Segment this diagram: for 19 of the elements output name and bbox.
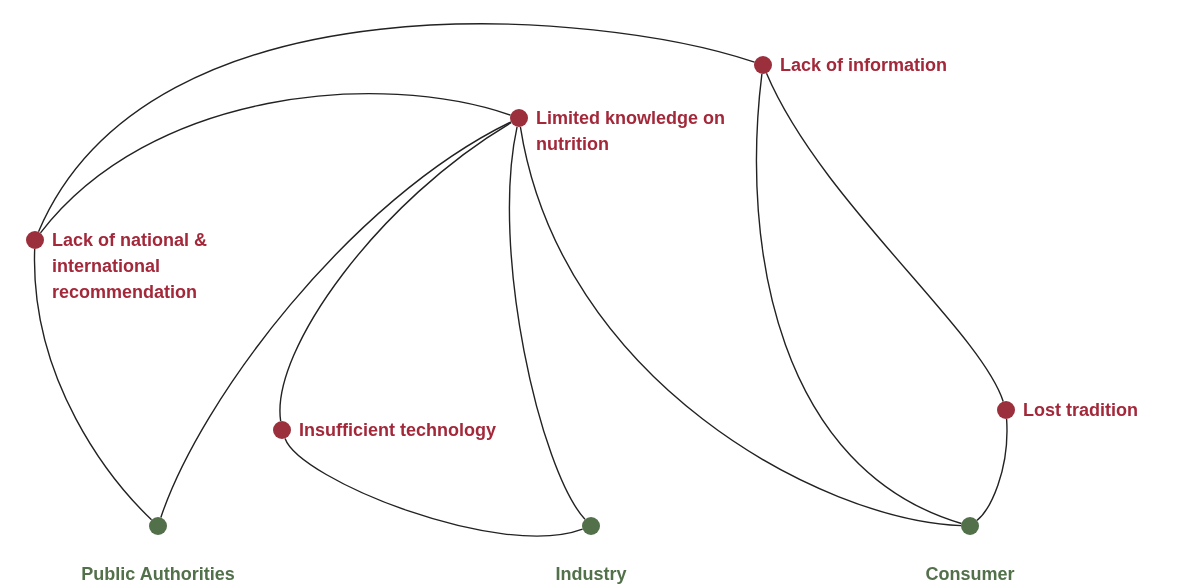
connector-line — [765, 72, 1004, 403]
issue-label: Lost tradition — [1023, 399, 1138, 422]
issue-label: Limited knowledge on nutrition — [536, 107, 726, 156]
connector-line — [508, 126, 586, 521]
connector-line — [279, 121, 512, 422]
connector-line — [160, 121, 512, 519]
actor-label: Industry — [555, 563, 627, 586]
issue-label: Lack of information — [780, 54, 947, 77]
issue-label: Lack of national & international recommendation — [52, 229, 209, 304]
connector-line — [39, 93, 512, 234]
connector-line — [519, 126, 962, 527]
connector-line — [755, 73, 963, 525]
actor-label: Consumer — [925, 563, 1015, 586]
connector-line — [976, 418, 1008, 522]
connector-line — [37, 23, 756, 233]
connector-line — [284, 437, 584, 537]
connector-line — [34, 248, 153, 521]
actor-label: Public Authorities — [81, 563, 235, 586]
issue-label: Insufficient technology — [299, 419, 496, 442]
